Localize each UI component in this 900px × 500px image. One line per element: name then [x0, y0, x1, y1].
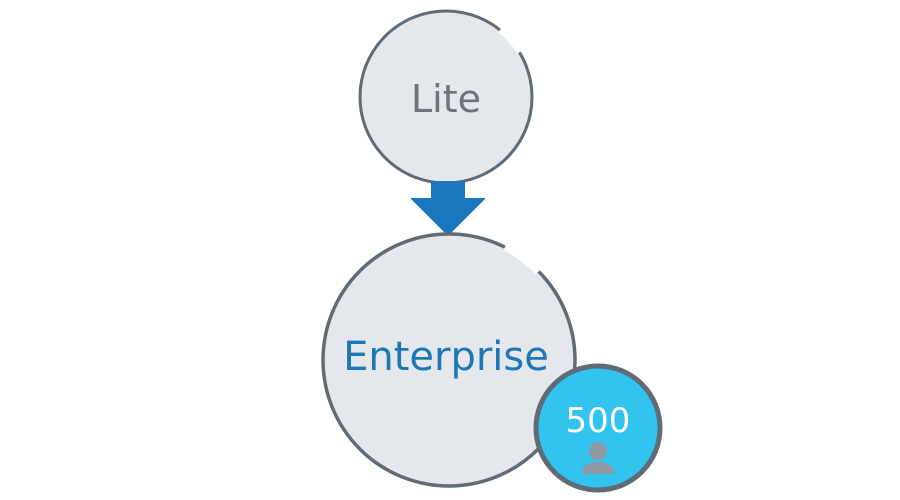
enterprise-circle — [321, 232, 577, 488]
badge-count: 500 — [566, 401, 631, 441]
user-icon — [582, 442, 614, 474]
lite-label: Lite — [411, 77, 481, 121]
enterprise-ring-gap — [503, 243, 541, 275]
enterprise-node: Enterprise — [321, 232, 577, 488]
enterprise-label: Enterprise — [343, 334, 549, 380]
user-icon-body — [582, 462, 614, 474]
arrow-shaft — [431, 181, 465, 201]
upgrade-arrow — [410, 181, 486, 236]
user-icon-head — [589, 442, 607, 460]
user-count-badge: 500 — [533, 363, 663, 493]
badge-circle — [533, 363, 663, 493]
lite-node: Lite — [358, 9, 534, 185]
lite-ring-gap — [498, 27, 523, 54]
arrow-head — [410, 198, 486, 236]
